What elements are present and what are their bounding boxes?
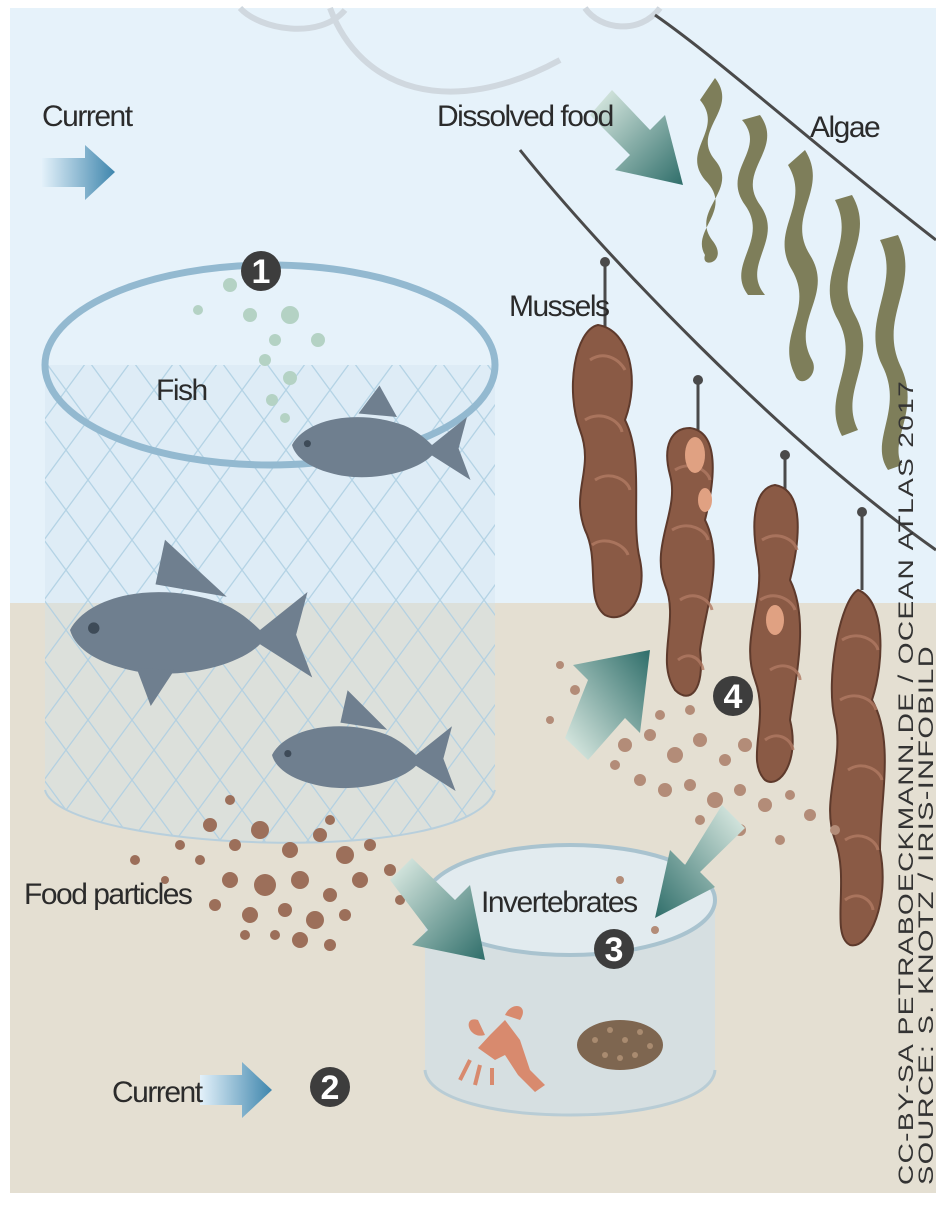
credit-line-2: SOURCE: S. KNOTZ / IRIS-INFOBILD [915, 645, 936, 1185]
svg-text:3: 3 [605, 931, 624, 969]
bottom-margin [0, 1193, 936, 1211]
mussels-label: Mussels [509, 290, 609, 323]
fish-label: Fish [156, 374, 207, 407]
food-particles-label: Food particles [24, 878, 192, 911]
current-label-bottom: Current [112, 1076, 204, 1109]
marker-4: 4 [713, 676, 753, 716]
current-label-top: Current [42, 100, 134, 133]
svg-text:1: 1 [252, 253, 271, 291]
svg-text:4: 4 [724, 678, 743, 716]
invertebrates-label: Invertebrates [481, 886, 637, 919]
marker-3: 3 [594, 929, 634, 969]
marker-1: 1 [241, 251, 281, 291]
marker-2: 2 [310, 1067, 350, 1107]
algae-label: Algae [810, 111, 880, 144]
sea-cucumber [577, 1020, 663, 1070]
dissolved-food-label: Dissolved food [437, 100, 613, 133]
left-margin [0, 0, 10, 1211]
svg-text:2: 2 [321, 1069, 340, 1107]
